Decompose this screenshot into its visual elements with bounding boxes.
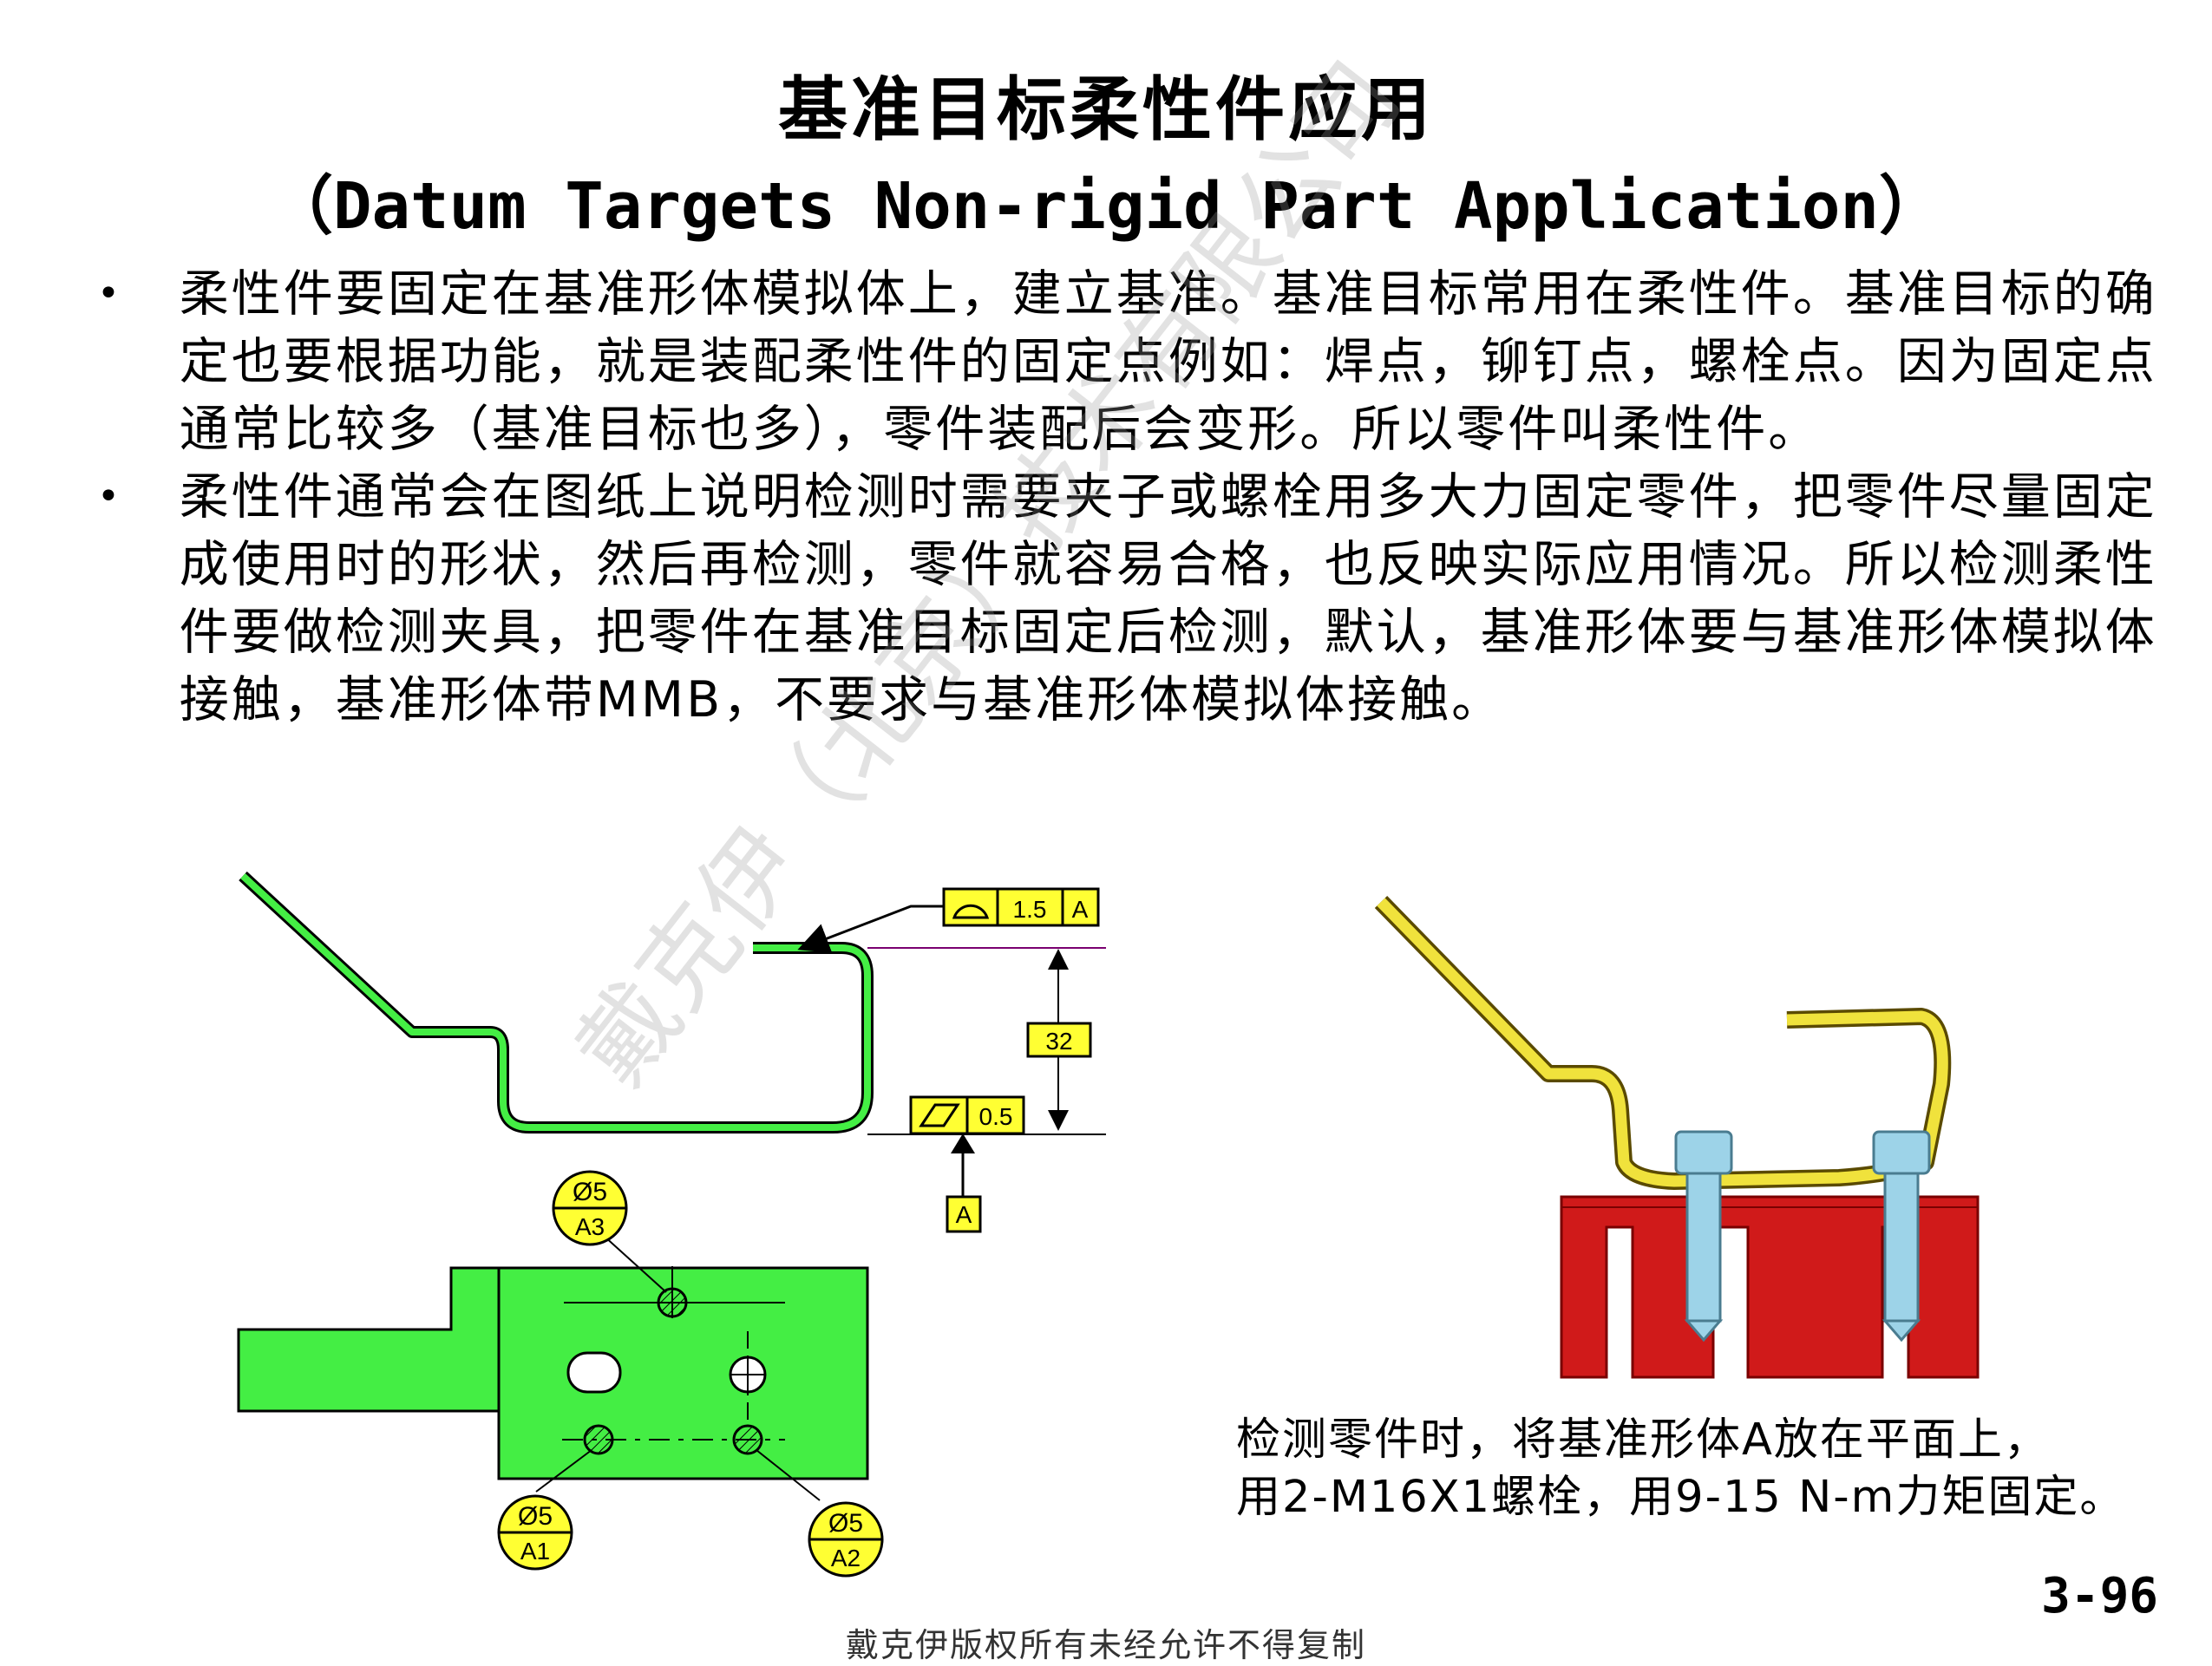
fcf-profile-surface: 1.5 A <box>942 887 1100 927</box>
fcf-tolerance: 1.5 <box>1013 896 1047 923</box>
svg-text:Ø5: Ø5 <box>828 1509 863 1538</box>
dimension-value: 32 <box>1045 1028 1072 1055</box>
bullet-text: 柔性件要固定在基准形体模拟体上，建立基准。基准目标常用在柔性件。基准目标的确定也… <box>179 265 2157 458</box>
bullet-dot-icon: • <box>97 271 122 316</box>
svg-text:A3: A3 <box>575 1213 605 1240</box>
copyright-footer: 戴克伊版权所有未经允许不得复制 <box>845 1626 1366 1664</box>
fixture-note: 检测零件时，将基准形体A放在平面上， 用2-M16X1螺栓，用9-15 N-m力… <box>1236 1412 2156 1526</box>
part-side-profile <box>239 871 874 1134</box>
svg-text:A2: A2 <box>831 1545 861 1571</box>
fcf-datum: A <box>1072 896 1089 923</box>
svg-text:A: A <box>956 1201 972 1228</box>
fcf-tolerance: 0.5 <box>979 1103 1013 1130</box>
bullet-text: 柔性件通常会在图纸上说明检测时需要夹子或螺栓用多大力固定零件，把零件尽量固定成使… <box>179 468 2157 728</box>
flexible-part <box>1374 896 1952 1190</box>
datum-feature-symbol <box>946 1195 982 1233</box>
flatness-icon <box>919 1103 960 1127</box>
fixture-figure <box>1374 896 1980 1379</box>
bullet-dot-icon: • <box>97 474 122 519</box>
bolt-left <box>1674 1130 1733 1343</box>
svg-text:Ø5: Ø5 <box>518 1502 553 1531</box>
svg-text:Ø5: Ø5 <box>573 1178 607 1206</box>
page-subtitle: （Datum Targets Non-rigid Part Applicatio… <box>268 169 1944 244</box>
leader-line <box>797 905 944 954</box>
page-title: 基准目标柔性件应用 <box>778 69 1434 150</box>
page-number: 3-96 <box>2041 1568 2158 1624</box>
datum-target-point-a1 <box>583 1424 614 1455</box>
slot-hole <box>566 1351 622 1394</box>
datum-target-point-a3 <box>657 1287 688 1318</box>
fixture-block <box>1560 1195 1980 1379</box>
profile-surface-icon <box>952 904 990 919</box>
bullet-item: • 柔性件通常会在图纸上说明检测时需要夹子或螺栓用多大力固定零件，把零件尽量固定… <box>87 463 2169 734</box>
datum-target-symbol-a2: Ø5 A2 <box>808 1501 884 1578</box>
bullet-item: • 柔性件要固定在基准形体模拟体上，建立基准。基准目标常用在柔性件。基准目标的确… <box>87 260 2169 463</box>
part-top-view <box>237 1266 869 1480</box>
fcf-flatness: 0.5 <box>909 1095 1025 1135</box>
datum-target-symbol-a3: Ø5 A3 <box>552 1170 628 1246</box>
svg-text:A1: A1 <box>520 1538 550 1565</box>
datum-target-point-a2 <box>732 1424 763 1455</box>
datum-target-symbol-a1: Ø5 A1 <box>497 1494 573 1571</box>
bullet-list: • 柔性件要固定在基准形体模拟体上，建立基准。基准目标常用在柔性件。基准目标的确… <box>87 260 2169 734</box>
drawing-figure: 1.5 A 32 0.5 A Ø5 A3 <box>237 871 1106 1578</box>
bolt-right <box>1872 1130 1931 1343</box>
note-line: 检测零件时，将基准形体A放在平面上， <box>1236 1414 2050 1466</box>
note-line: 用2-M16X1螺栓，用9-15 N-m力矩固定。 <box>1236 1472 2126 1523</box>
